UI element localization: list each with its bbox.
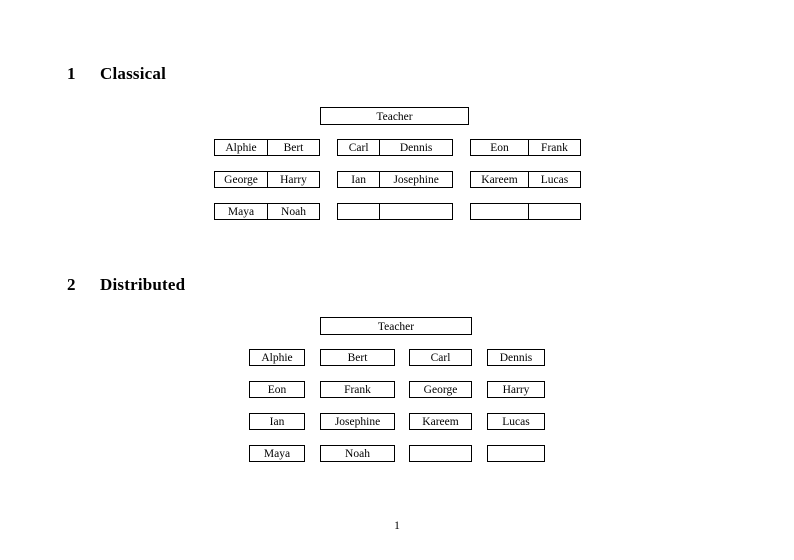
table-row[interactable]: Maya Noah: [214, 203, 320, 220]
table-row[interactable]: Kareem Lucas: [470, 171, 581, 188]
name-box[interactable]: Alphie: [249, 349, 305, 366]
name-label: George: [423, 384, 458, 396]
name-cell[interactable]: Josephine: [379, 172, 452, 187]
name-cell[interactable]: Alphie: [225, 142, 257, 154]
name-label: [488, 446, 544, 447]
teacher-label: Teacher: [377, 321, 415, 333]
name-box[interactable]: Dennis: [487, 349, 545, 366]
name-label: Ian: [269, 416, 285, 428]
name-box[interactable]: [409, 445, 472, 462]
table-row[interactable]: Alphie Bert: [214, 139, 320, 156]
section-number: 2: [67, 275, 76, 294]
name-label: Frank: [344, 384, 371, 396]
section-title: Distributed: [100, 275, 186, 294]
table-row[interactable]: George Harry: [214, 171, 320, 188]
name-label: Noah: [345, 448, 370, 460]
name-box[interactable]: George: [409, 381, 472, 398]
name-box[interactable]: Carl: [409, 349, 472, 366]
name-label: Alphie: [261, 352, 293, 364]
name-box[interactable]: Lucas: [487, 413, 545, 430]
name-label: Bert: [347, 352, 368, 364]
name-box[interactable]: Frank: [320, 381, 395, 398]
name-box[interactable]: Harry: [487, 381, 545, 398]
name-cell[interactable]: Frank: [527, 140, 580, 155]
section-number: 1: [67, 64, 76, 83]
teacher-label: Teacher: [376, 111, 413, 123]
name-label: Carl: [430, 352, 451, 364]
name-label: [410, 446, 471, 447]
table-row[interactable]: Carl Dennis: [337, 139, 453, 156]
name-cell[interactable]: Dennis: [379, 140, 452, 155]
name-cell[interactable]: Harry: [266, 172, 319, 187]
name-cell[interactable]: [527, 204, 580, 219]
name-cell[interactable]: [379, 204, 452, 219]
name-cell[interactable]: Lucas: [527, 172, 580, 187]
name-box[interactable]: Kareem: [409, 413, 472, 430]
name-label: Harry: [502, 384, 530, 396]
name-box[interactable]: Ian: [249, 413, 305, 430]
section-heading-distributed: 2 Distributed: [67, 275, 185, 295]
name-box[interactable]: [487, 445, 545, 462]
section-title: Classical: [100, 64, 167, 83]
name-cell[interactable]: Maya: [227, 206, 255, 218]
section-heading-classical: 1 Classical: [67, 64, 166, 84]
page-number: 1: [394, 520, 400, 532]
name-label: Maya: [263, 448, 291, 460]
table-row[interactable]: [470, 203, 581, 220]
name-label: Dennis: [499, 352, 533, 364]
name-cell[interactable]: [338, 204, 379, 219]
teacher-box-distributed[interactable]: Teacher: [320, 317, 472, 335]
name-box[interactable]: Josephine: [320, 413, 395, 430]
name-cell[interactable]: Carl: [348, 142, 369, 154]
name-cell[interactable]: Bert: [266, 140, 319, 155]
name-cell[interactable]: George: [224, 174, 258, 186]
name-box[interactable]: Noah: [320, 445, 395, 462]
teacher-box-classical[interactable]: Teacher: [320, 107, 469, 125]
name-label: Eon: [267, 384, 287, 396]
name-label: Lucas: [502, 416, 530, 428]
table-row[interactable]: Ian Josephine: [337, 171, 453, 188]
name-cell[interactable]: Ian: [351, 174, 366, 186]
name-cell[interactable]: [471, 204, 528, 219]
table-row[interactable]: Eon Frank: [470, 139, 581, 156]
name-cell[interactable]: Noah: [266, 204, 319, 219]
name-box[interactable]: Maya: [249, 445, 305, 462]
name-cell[interactable]: Kareem: [481, 174, 518, 186]
table-row[interactable]: [337, 203, 453, 220]
name-box[interactable]: Eon: [249, 381, 305, 398]
name-label: Kareem: [422, 416, 459, 428]
name-cell[interactable]: Eon: [490, 142, 509, 154]
name-label: Josephine: [334, 416, 381, 428]
name-box[interactable]: Bert: [320, 349, 395, 366]
